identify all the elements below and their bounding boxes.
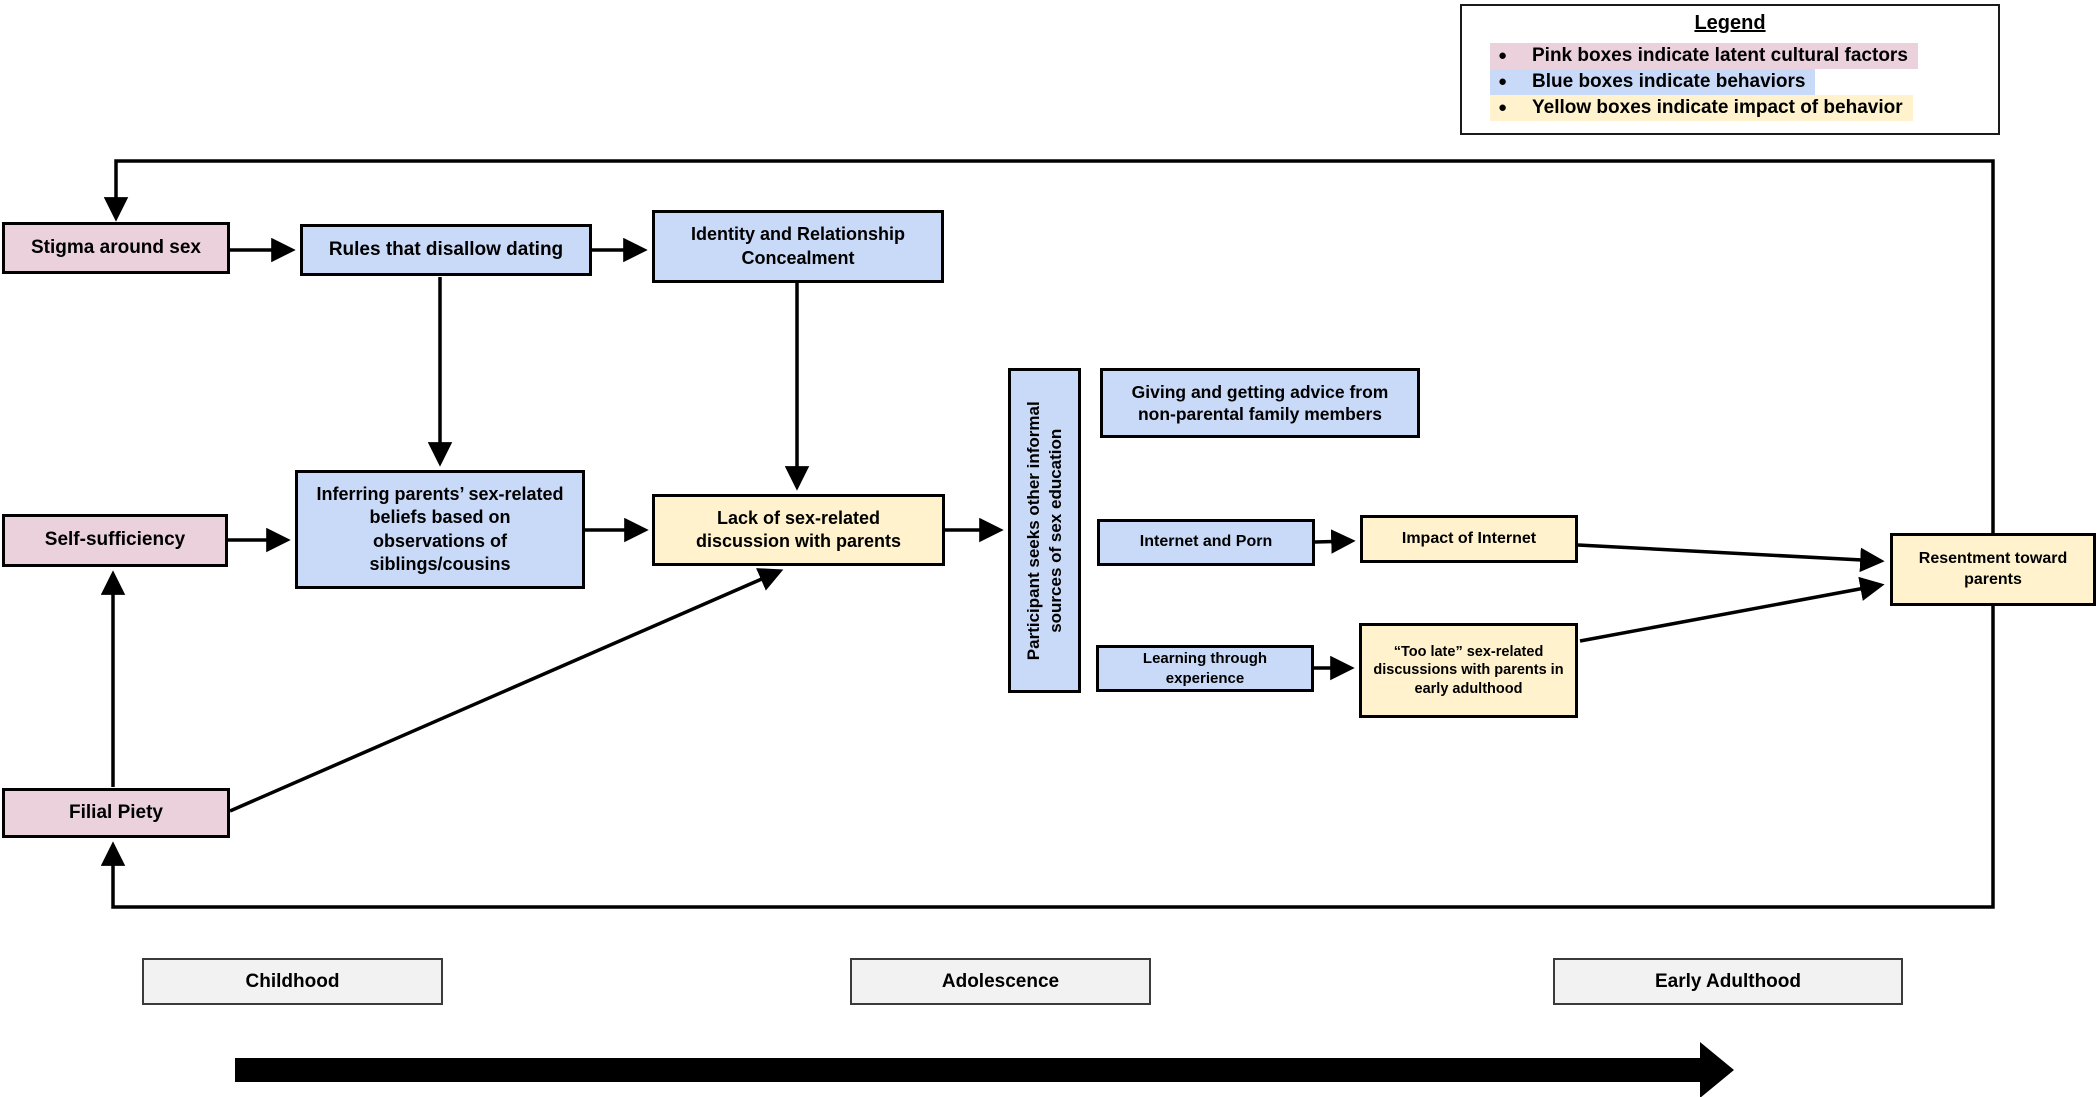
box-internet-and-porn: Internet and Porn <box>1097 519 1315 566</box>
arrow-internet-to-impact <box>1314 529 1356 554</box>
box-learning-through-experience: Learning through experience <box>1096 645 1314 692</box>
bullet-icon: ● <box>1498 47 1508 64</box>
legend-item-label: Pink boxes indicate latent cultural fact… <box>1532 45 1908 66</box>
box-giving-getting-advice: Giving and getting advice from non-paren… <box>1100 368 1420 438</box>
box-too-late-discussions: “Too late” sex-related discussions with … <box>1359 623 1578 718</box>
timeline-stage-early-adulthood: Early Adulthood <box>1553 958 1903 1005</box>
participant-seeks-label: Participant seeks other informal sources… <box>1023 401 1065 660</box>
timeline-arrow <box>235 1042 1734 1097</box>
box-rules-that-disallow-dating: Rules that disallow dating <box>300 224 592 276</box>
box-resentment-toward-parents: Resentment toward parents <box>1890 533 2096 606</box>
box-lack-of-sex-related-discussion: Lack of sex-related discussion with pare… <box>652 494 945 566</box>
feedback-loop-bottom-to-filial <box>100 606 1995 909</box>
box-inferring-parents-beliefs: Inferring parents’ sex-related beliefs b… <box>295 470 585 589</box>
box-self-sufficiency: Self-sufficiency <box>2 514 228 567</box>
legend-title: Legend <box>1694 12 1766 34</box>
box-participant-seeks-informal-sources: Participant seeks other informal sources… <box>1008 368 1081 693</box>
legend-item-pink: ● Pink boxes indicate latent cultural fac… <box>1490 43 1998 69</box>
timeline-stage-childhood: Childhood <box>142 958 443 1005</box>
feedback-loop-top-to-stigma <box>103 159 1995 533</box>
box-stigma-around-sex: Stigma around sex <box>2 222 230 274</box>
legend-item-label: Yellow boxes indicate impact of behavior <box>1532 97 1903 118</box>
arrow-toolate-to-resentment <box>1579 576 1885 643</box>
box-impact-of-internet: Impact of Internet <box>1360 515 1578 563</box>
timeline-stage-adolescence: Adolescence <box>850 958 1151 1005</box>
legend: Legend ● Pink boxes indicate latent cultu… <box>1460 4 2000 135</box>
arrow-filial-to-lack <box>229 568 784 813</box>
legend-item-label: Blue boxes indicate behaviors <box>1532 71 1806 92</box>
box-filial-piety: Filial Piety <box>2 788 230 838</box>
bullet-icon: ● <box>1498 99 1508 116</box>
legend-item-blue: ● Blue boxes indicate behaviors <box>1490 69 1998 95</box>
arrow-impact-to-resentment <box>1577 543 1885 573</box>
box-identity-relationship-concealment: Identity and Relationship Concealment <box>652 210 944 283</box>
legend-item-yellow: ● Yellow boxes indicate impact of behavio… <box>1490 95 1998 121</box>
bullet-icon: ● <box>1498 73 1508 90</box>
